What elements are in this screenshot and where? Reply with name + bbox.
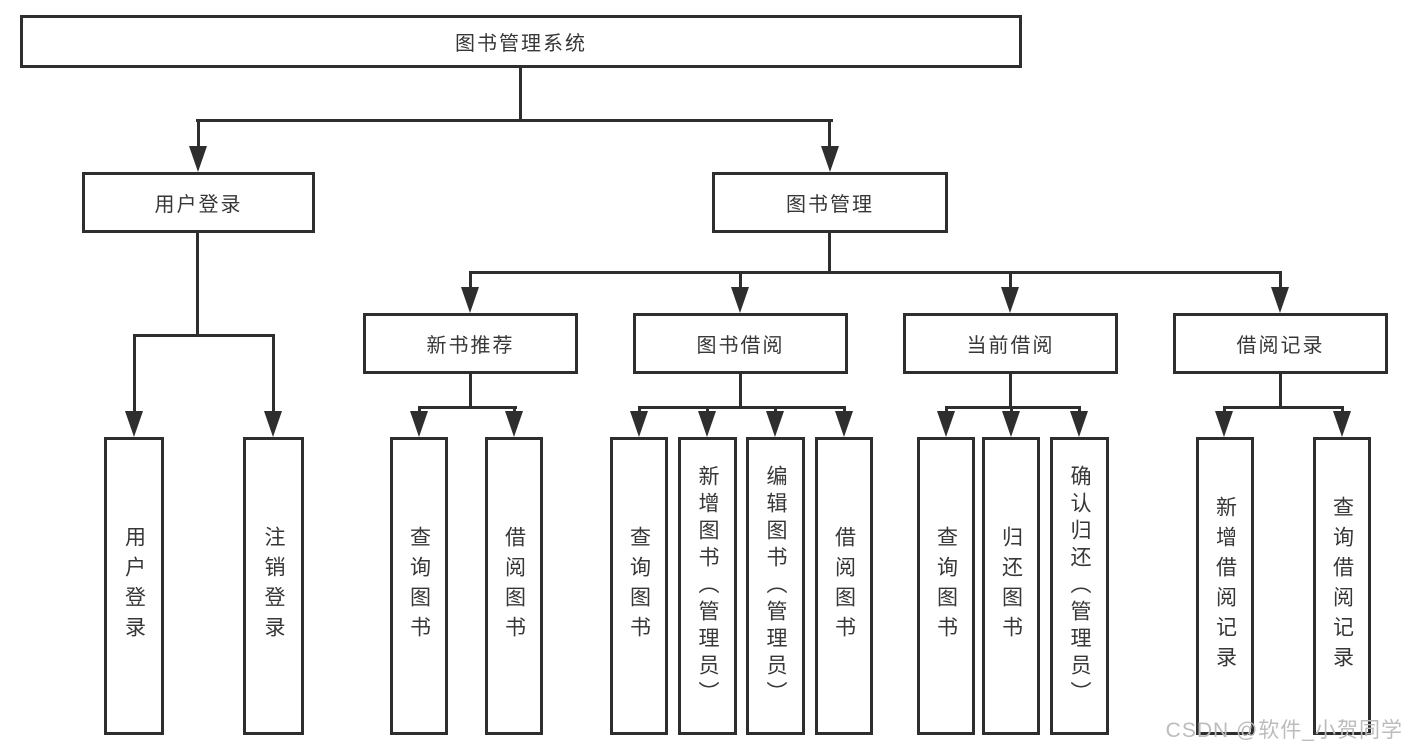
node-new-book-recommend: 新书推荐	[363, 313, 578, 374]
connector-borrow-records-stem	[1279, 373, 1282, 409]
arrow-leaf-icon	[937, 411, 955, 437]
connector-new-book-rail	[418, 406, 517, 409]
arrow-leaf-icon	[1215, 411, 1233, 437]
leaf-edit-books-admin: 编辑图书（管理员）	[746, 437, 805, 735]
leaf-logout: 注销登录	[243, 437, 304, 735]
connector-drop-book-borrow	[739, 271, 742, 291]
node-label: 新书推荐	[426, 335, 515, 357]
connector-root-stem	[519, 66, 522, 121]
leaf-query-borrow-record: 查询借阅记录	[1313, 437, 1371, 735]
leaf-borrow-books-2: 借阅图书	[815, 437, 873, 735]
leaf-borrow-books-1: 借阅图书	[485, 437, 543, 735]
leaf-label: 确认归还（管理员）	[1068, 464, 1091, 708]
arrow-leaf-icon	[1333, 411, 1351, 437]
leaf-confirm-return-admin: 确认归还（管理员）	[1050, 437, 1109, 735]
node-book-management: 图书管理	[712, 172, 948, 233]
leaf-label: 新增图书（管理员）	[696, 464, 719, 708]
node-label: 图书管理系统	[455, 33, 587, 55]
leaf-label: 查询图书	[407, 526, 431, 646]
arrow-login-leaf-icon	[125, 411, 143, 437]
leaf-add-borrow-record: 新增借阅记录	[1196, 437, 1254, 735]
connector-drop-user-login	[197, 119, 200, 151]
arrow-new-book-icon	[461, 287, 479, 313]
node-label: 图书借阅	[696, 335, 785, 357]
connector-drop-logout-leaf	[272, 334, 275, 414]
leaf-label: 借阅图书	[832, 526, 856, 646]
leaf-label: 编辑图书（管理员）	[764, 464, 787, 708]
node-user-login: 用户登录	[82, 172, 315, 233]
arrow-current-borrow-icon	[1001, 287, 1019, 313]
node-label: 当前借阅	[966, 335, 1055, 357]
leaf-label: 查询借阅记录	[1330, 496, 1354, 676]
node-library-management-system: 图书管理系统	[20, 15, 1022, 68]
connector-borrow-records-rail	[1223, 406, 1344, 409]
node-book-borrowing: 图书借阅	[633, 313, 848, 374]
leaf-label: 借阅图书	[502, 526, 526, 646]
arrow-leaf-icon	[1002, 411, 1020, 437]
connector-user-login-rail	[133, 334, 275, 337]
arrow-leaf-icon	[505, 411, 523, 437]
connector-book-mgmt-stem	[828, 232, 831, 274]
arrow-leaf-icon	[630, 411, 648, 437]
leaf-label: 新增借阅记录	[1213, 496, 1237, 676]
node-label: 借阅记录	[1236, 335, 1325, 357]
leaf-label: 归还图书	[999, 526, 1023, 646]
connector-book-borrow-stem	[739, 373, 742, 409]
connector-drop-login-leaf	[133, 334, 136, 414]
arrow-borrow-records-icon	[1271, 287, 1289, 313]
arrow-book-mgmt-icon	[821, 146, 839, 172]
node-current-borrowing: 当前借阅	[903, 313, 1118, 374]
arrow-leaf-icon	[410, 411, 428, 437]
connector-drop-book-mgmt	[828, 119, 831, 151]
arrow-book-borrow-icon	[731, 287, 749, 313]
leaf-query-books-2: 查询图书	[610, 437, 668, 735]
arrow-logout-leaf-icon	[264, 411, 282, 437]
leaf-query-books-1: 查询图书	[390, 437, 448, 735]
connector-new-book-stem	[469, 373, 472, 409]
node-borrowing-records: 借阅记录	[1173, 313, 1388, 374]
csdn-watermark: CSDN @软件_小贺同学	[1165, 719, 1403, 742]
connector-current-borrow-rail	[945, 406, 1081, 409]
connector-current-borrow-stem	[1009, 373, 1012, 409]
connector-drop-new-book	[469, 271, 472, 291]
leaf-label: 查询图书	[627, 526, 651, 646]
connector-user-login-stem	[196, 232, 199, 336]
leaf-label: 用户登录	[122, 526, 146, 646]
arrow-leaf-icon	[835, 411, 853, 437]
arrow-leaf-icon	[1070, 411, 1088, 437]
connector-drop-current-borrow	[1009, 271, 1012, 291]
arrow-user-login-icon	[189, 146, 207, 172]
leaf-return-books: 归还图书	[982, 437, 1040, 735]
arrow-leaf-icon	[698, 411, 716, 437]
node-label: 用户登录	[154, 194, 243, 216]
connector-drop-borrow-records	[1279, 271, 1282, 291]
leaf-add-books-admin: 新增图书（管理员）	[678, 437, 737, 735]
connector-level3-rail	[469, 271, 1282, 274]
arrow-leaf-icon	[766, 411, 784, 437]
leaf-user-login: 用户登录	[104, 437, 164, 735]
leaf-label: 查询图书	[934, 526, 958, 646]
node-label: 图书管理	[786, 194, 874, 216]
connector-level2-rail	[196, 119, 833, 122]
leaf-label: 注销登录	[262, 526, 285, 646]
leaf-query-books-3: 查询图书	[917, 437, 975, 735]
connector-book-borrow-rail	[638, 406, 846, 409]
